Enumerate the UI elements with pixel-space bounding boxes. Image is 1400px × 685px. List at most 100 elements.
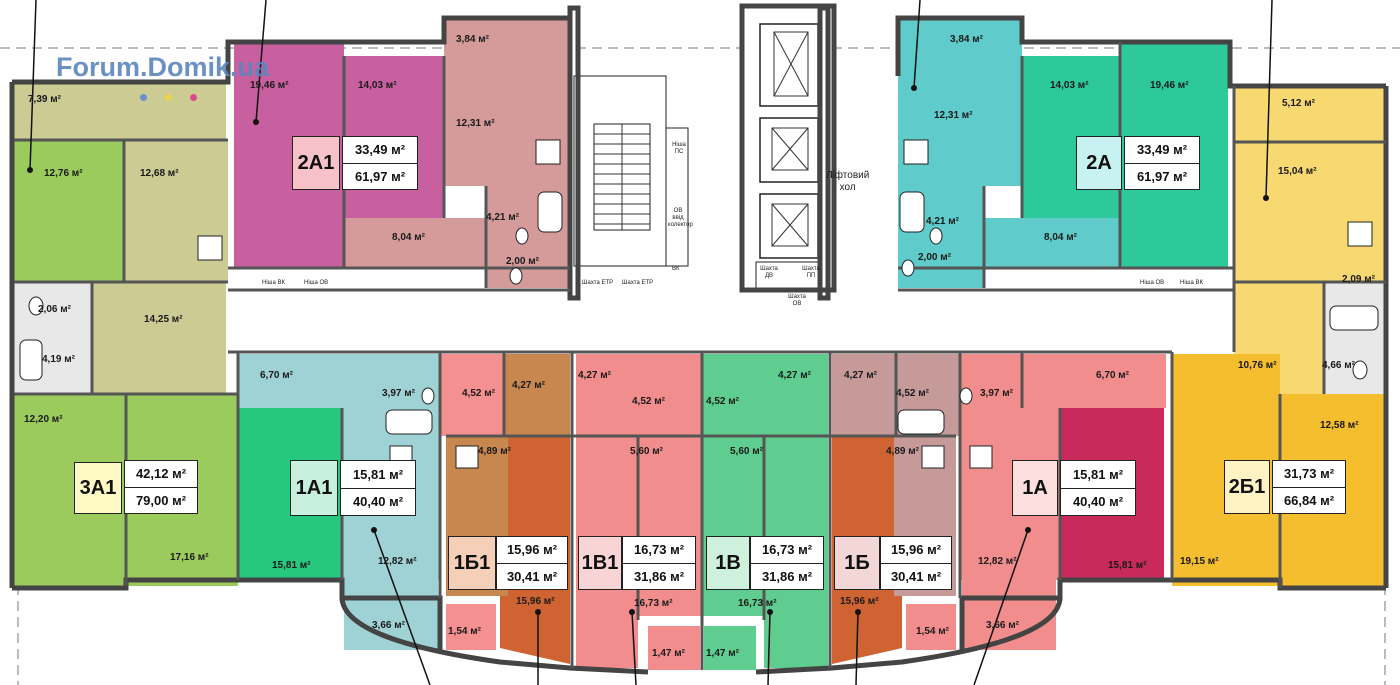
room-area-label: 4,19 м² (42, 354, 75, 365)
shaft-label: Шахта ОВ (788, 294, 806, 307)
shaft-label: Ніша ПС (672, 142, 686, 155)
room-area-label: 5,12 м² (1282, 98, 1315, 109)
apartment-info-box: 33,49 м² 61,97 м² (342, 136, 418, 190)
room-area-label: 3,84 м² (456, 34, 489, 45)
room-area-label: 3,97 м² (980, 388, 1013, 399)
room-area-label: 12,68 м² (140, 168, 179, 179)
watermark: Forum.Domik.ua (56, 52, 270, 82)
lift-hall-label-line1: Ліфтовий (826, 170, 870, 181)
shaft-label: ВК (672, 266, 680, 272)
apartment-total-area: 61,97 м² (1125, 162, 1199, 190)
room-area-label: 4,52 м² (706, 396, 739, 407)
stair-core (573, 8, 834, 291)
apartment-living-area: 16,73 м² (761, 542, 813, 558)
room-area-label: 12,31 м² (934, 110, 973, 121)
room-area-label: 4,89 м² (886, 446, 919, 457)
apartment-living-area: 31,73 м² (1283, 466, 1335, 482)
room-area-label: 4,21 м² (926, 216, 959, 227)
room-area-label: 19,15 м² (1180, 556, 1219, 567)
room-area-label: 4,52 м² (896, 388, 929, 399)
room-area-label: 19,46 м² (1150, 80, 1189, 91)
lift-hall-label-line2: хол (839, 182, 856, 193)
apartment-living-area: 15,96 м² (506, 542, 558, 558)
room-area-label: 5,60 м² (630, 446, 663, 457)
apartment-info-box: 16,73 м² 31,86 м² (750, 536, 824, 590)
room-area-label: 4,27 м² (512, 380, 545, 391)
shaft-label: Ніша ОВ (1140, 280, 1165, 286)
room-area-label: 8,04 м² (392, 232, 425, 243)
apartment-total-area: 66,84 м² (1273, 486, 1345, 514)
apartment-total-area: 31,86 м² (623, 562, 695, 590)
room-area-label: 12,20 м² (24, 414, 63, 425)
room-area-label: 7,39 м² (28, 94, 61, 105)
lift-hall-label: Ліфтовий хол (826, 170, 869, 194)
room-area-label: 10,76 м² (1238, 360, 1277, 371)
interior-walls (14, 42, 1386, 670)
apartment-code: 1А (1012, 460, 1058, 516)
room-area-label: 6,70 м² (1096, 370, 1129, 381)
room-area-label: 14,03 м² (1050, 80, 1089, 91)
room-area-label: 17,16 м² (170, 552, 209, 563)
room-area-label: 12,76 м² (44, 168, 83, 179)
room-area-label: 14,03 м² (358, 80, 397, 91)
apartment-total-area: 30,41 м² (497, 562, 567, 590)
room-area-label: 1,47 м² (652, 648, 685, 659)
watermark-dots (140, 88, 215, 106)
apartment-total-area: 61,97 м² (343, 162, 417, 190)
room-area-label: 3,66 м² (986, 620, 1019, 631)
room-area-label: 4,89 м² (478, 446, 511, 457)
shaft-label: Шахта ДВ (760, 266, 778, 279)
room-area-label: 1,54 м² (916, 626, 949, 637)
room-area-label: 3,97 м² (382, 388, 415, 399)
room-area-label: 2,09 м² (1342, 274, 1375, 285)
room-area-label: 12,82 м² (378, 556, 417, 567)
room-area-label: 14,25 м² (144, 314, 183, 325)
room-area-label: 15,81 м² (272, 560, 311, 571)
apartment-code: 1Б1 (448, 536, 496, 590)
apartment-total-area: 31,86 м² (751, 562, 823, 590)
apartment-living-area: 33,49 м² (1136, 142, 1188, 158)
apartment-code: 1Б (834, 536, 880, 590)
room-area-label: 3,66 м² (372, 620, 405, 631)
room-area-label: 2,00 м² (506, 256, 539, 267)
room-area-label: 1,47 м² (706, 648, 739, 659)
shaft-label: Шахта ЕТР (582, 280, 614, 286)
stair-treads (594, 124, 650, 230)
apartment-info-box: 31,73 м² 66,84 м² (1272, 460, 1346, 514)
room-area-label: 4,66 м² (1322, 360, 1355, 371)
room-area-label: 8,04 м² (1044, 232, 1077, 243)
axis-lines (0, 47, 1400, 685)
apartment-info-box: 33,49 м² 61,97 м² (1124, 136, 1200, 190)
shaft-label: Шахта ПП (802, 266, 820, 279)
room-area-label: 4,52 м² (462, 388, 495, 399)
room-area-label: 12,82 м² (978, 556, 1017, 567)
room-area-label: 4,27 м² (778, 370, 811, 381)
room-area-label: 2,06 м² (38, 304, 71, 315)
room-area-label: 2,00 м² (918, 252, 951, 263)
shaft-label: ОВ ввід колектор (668, 208, 693, 228)
apartment-code: 2А (1076, 136, 1122, 190)
room-area-label: 4,27 м² (844, 370, 877, 381)
room-area-label: 15,96 м² (516, 596, 555, 607)
shaft-label: Ніша ВК (262, 280, 285, 286)
apartment-living-area: 15,81 м² (352, 466, 404, 482)
room-area-label: 15,04 м² (1278, 166, 1317, 177)
room-area-label: 1,54 м² (448, 626, 481, 637)
bathtub-icons (19, 191, 1379, 435)
apartment-code: 2Б1 (1224, 460, 1270, 514)
room-area-label: 12,58 м² (1320, 420, 1359, 431)
apartment-living-area: 16,73 м² (633, 542, 685, 558)
room-area-label: 6,70 м² (260, 370, 293, 381)
room-area-label: 3,84 м² (950, 34, 983, 45)
pointer-lines (29, 0, 1273, 685)
room-area-label: 16,73 м² (738, 598, 777, 609)
apartment-info-box: 15,96 м² 30,41 м² (496, 536, 568, 590)
room-area-label: 15,81 м² (1108, 560, 1147, 571)
apartment-living-area: 33,49 м² (354, 142, 406, 158)
apartment-living-area: 15,81 м² (1072, 466, 1124, 482)
apartment-code: 2А1 (292, 136, 340, 190)
apartment-code: 1А1 (290, 460, 338, 516)
